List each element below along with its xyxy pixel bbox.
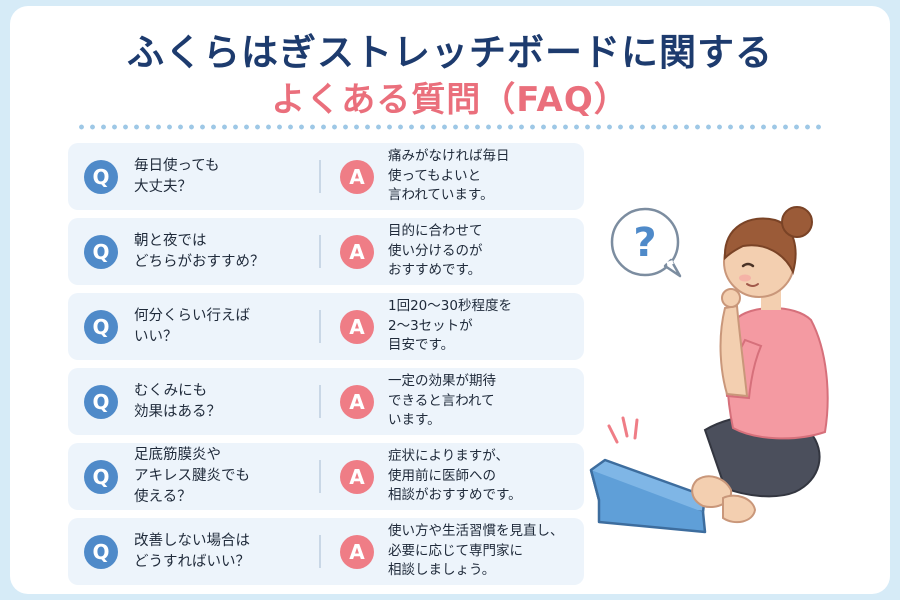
- row-divider: [319, 535, 321, 568]
- answer-badge-icon: A: [340, 160, 374, 194]
- question-mark-icon: ?: [633, 220, 656, 266]
- row-divider: [319, 460, 321, 493]
- faq-item-5: Q 足底筋膜炎や アキレス腱炎でも 使える？ A 症状によりますが、 使用前に医…: [68, 443, 584, 510]
- answer-text: 一定の効果が期待 できると言われて います。: [388, 373, 496, 429]
- question-text: 足底筋膜炎や アキレス腱炎でも 使える？: [134, 447, 250, 505]
- question-text: 朝と夜では どちらがおすすめ？: [134, 232, 265, 270]
- thought-bubble-icon: ?: [610, 207, 682, 278]
- answer-text: 痛みがなければ毎日 使ってもよいと 言われています。: [388, 148, 510, 204]
- answer-text: 1回20〜30秒程度を 2〜3セットが 目安です。: [388, 298, 512, 354]
- answer-badge-icon: A: [340, 310, 374, 344]
- faq-item-4: Q むくみにも 効果はある？ A 一定の効果が期待 できると言われて います。: [68, 368, 584, 435]
- answer-text: 目的に合わせて 使い分けるのが おすすめです。: [388, 223, 483, 279]
- faq-item-1: Q 毎日使っても 大丈夫？ A 痛みがなければ毎日 使ってもよいと 言われていま…: [68, 143, 584, 210]
- page-title: ふくらはぎストレッチボードに関する: [127, 31, 773, 74]
- woman-stretch-board-illustration: ?: [589, 206, 829, 534]
- answer-badge-icon: A: [340, 460, 374, 494]
- answer-badge-icon: A: [340, 385, 374, 419]
- question-badge-icon: Q: [84, 460, 118, 494]
- dotted-divider: [76, 124, 826, 130]
- question-text: 何分くらい行えば いい？: [134, 307, 250, 345]
- foot: [722, 494, 757, 524]
- answer-text: 使い方や生活習慣を見直し、 必要に応じて専門家に 相談しましょう。: [388, 523, 564, 579]
- page-subtitle: よくある質問（FAQ）: [271, 80, 629, 120]
- question-badge-icon: Q: [84, 160, 118, 194]
- question-text: 毎日使っても 大丈夫？: [134, 157, 220, 195]
- answer-badge-icon: A: [340, 235, 374, 269]
- answer-text: 症状によりますが、 使用前に医師への 相談がおすすめです。: [388, 448, 522, 504]
- question-badge-icon: Q: [84, 310, 118, 344]
- motion-lines-icon: [607, 416, 639, 444]
- stretch-board-icon: [589, 458, 707, 534]
- row-divider: [319, 385, 321, 418]
- faq-item-6: Q 改善しない場合は どうすればいい？ A 使い方や生活習慣を見直し、 必要に応…: [68, 518, 584, 585]
- question-text: むくみにも 効果はある？: [134, 382, 221, 420]
- question-text: 改善しない場合は どうすればいい？: [134, 532, 250, 570]
- row-divider: [319, 235, 321, 268]
- row-divider: [319, 160, 321, 193]
- hair-bun: [781, 206, 813, 238]
- hand: [721, 288, 741, 308]
- faq-item-2: Q 朝と夜では どちらがおすすめ？ A 目的に合わせて 使い分けるのが おすすめ…: [68, 218, 584, 285]
- question-badge-icon: Q: [84, 385, 118, 419]
- woman-head: [723, 206, 813, 298]
- faq-item-3: Q 何分くらい行えば いい？ A 1回20〜30秒程度を 2〜3セットが 目安で…: [68, 293, 584, 360]
- answer-badge-icon: A: [340, 535, 374, 569]
- question-badge-icon: Q: [84, 235, 118, 269]
- question-badge-icon: Q: [84, 535, 118, 569]
- row-divider: [319, 310, 321, 343]
